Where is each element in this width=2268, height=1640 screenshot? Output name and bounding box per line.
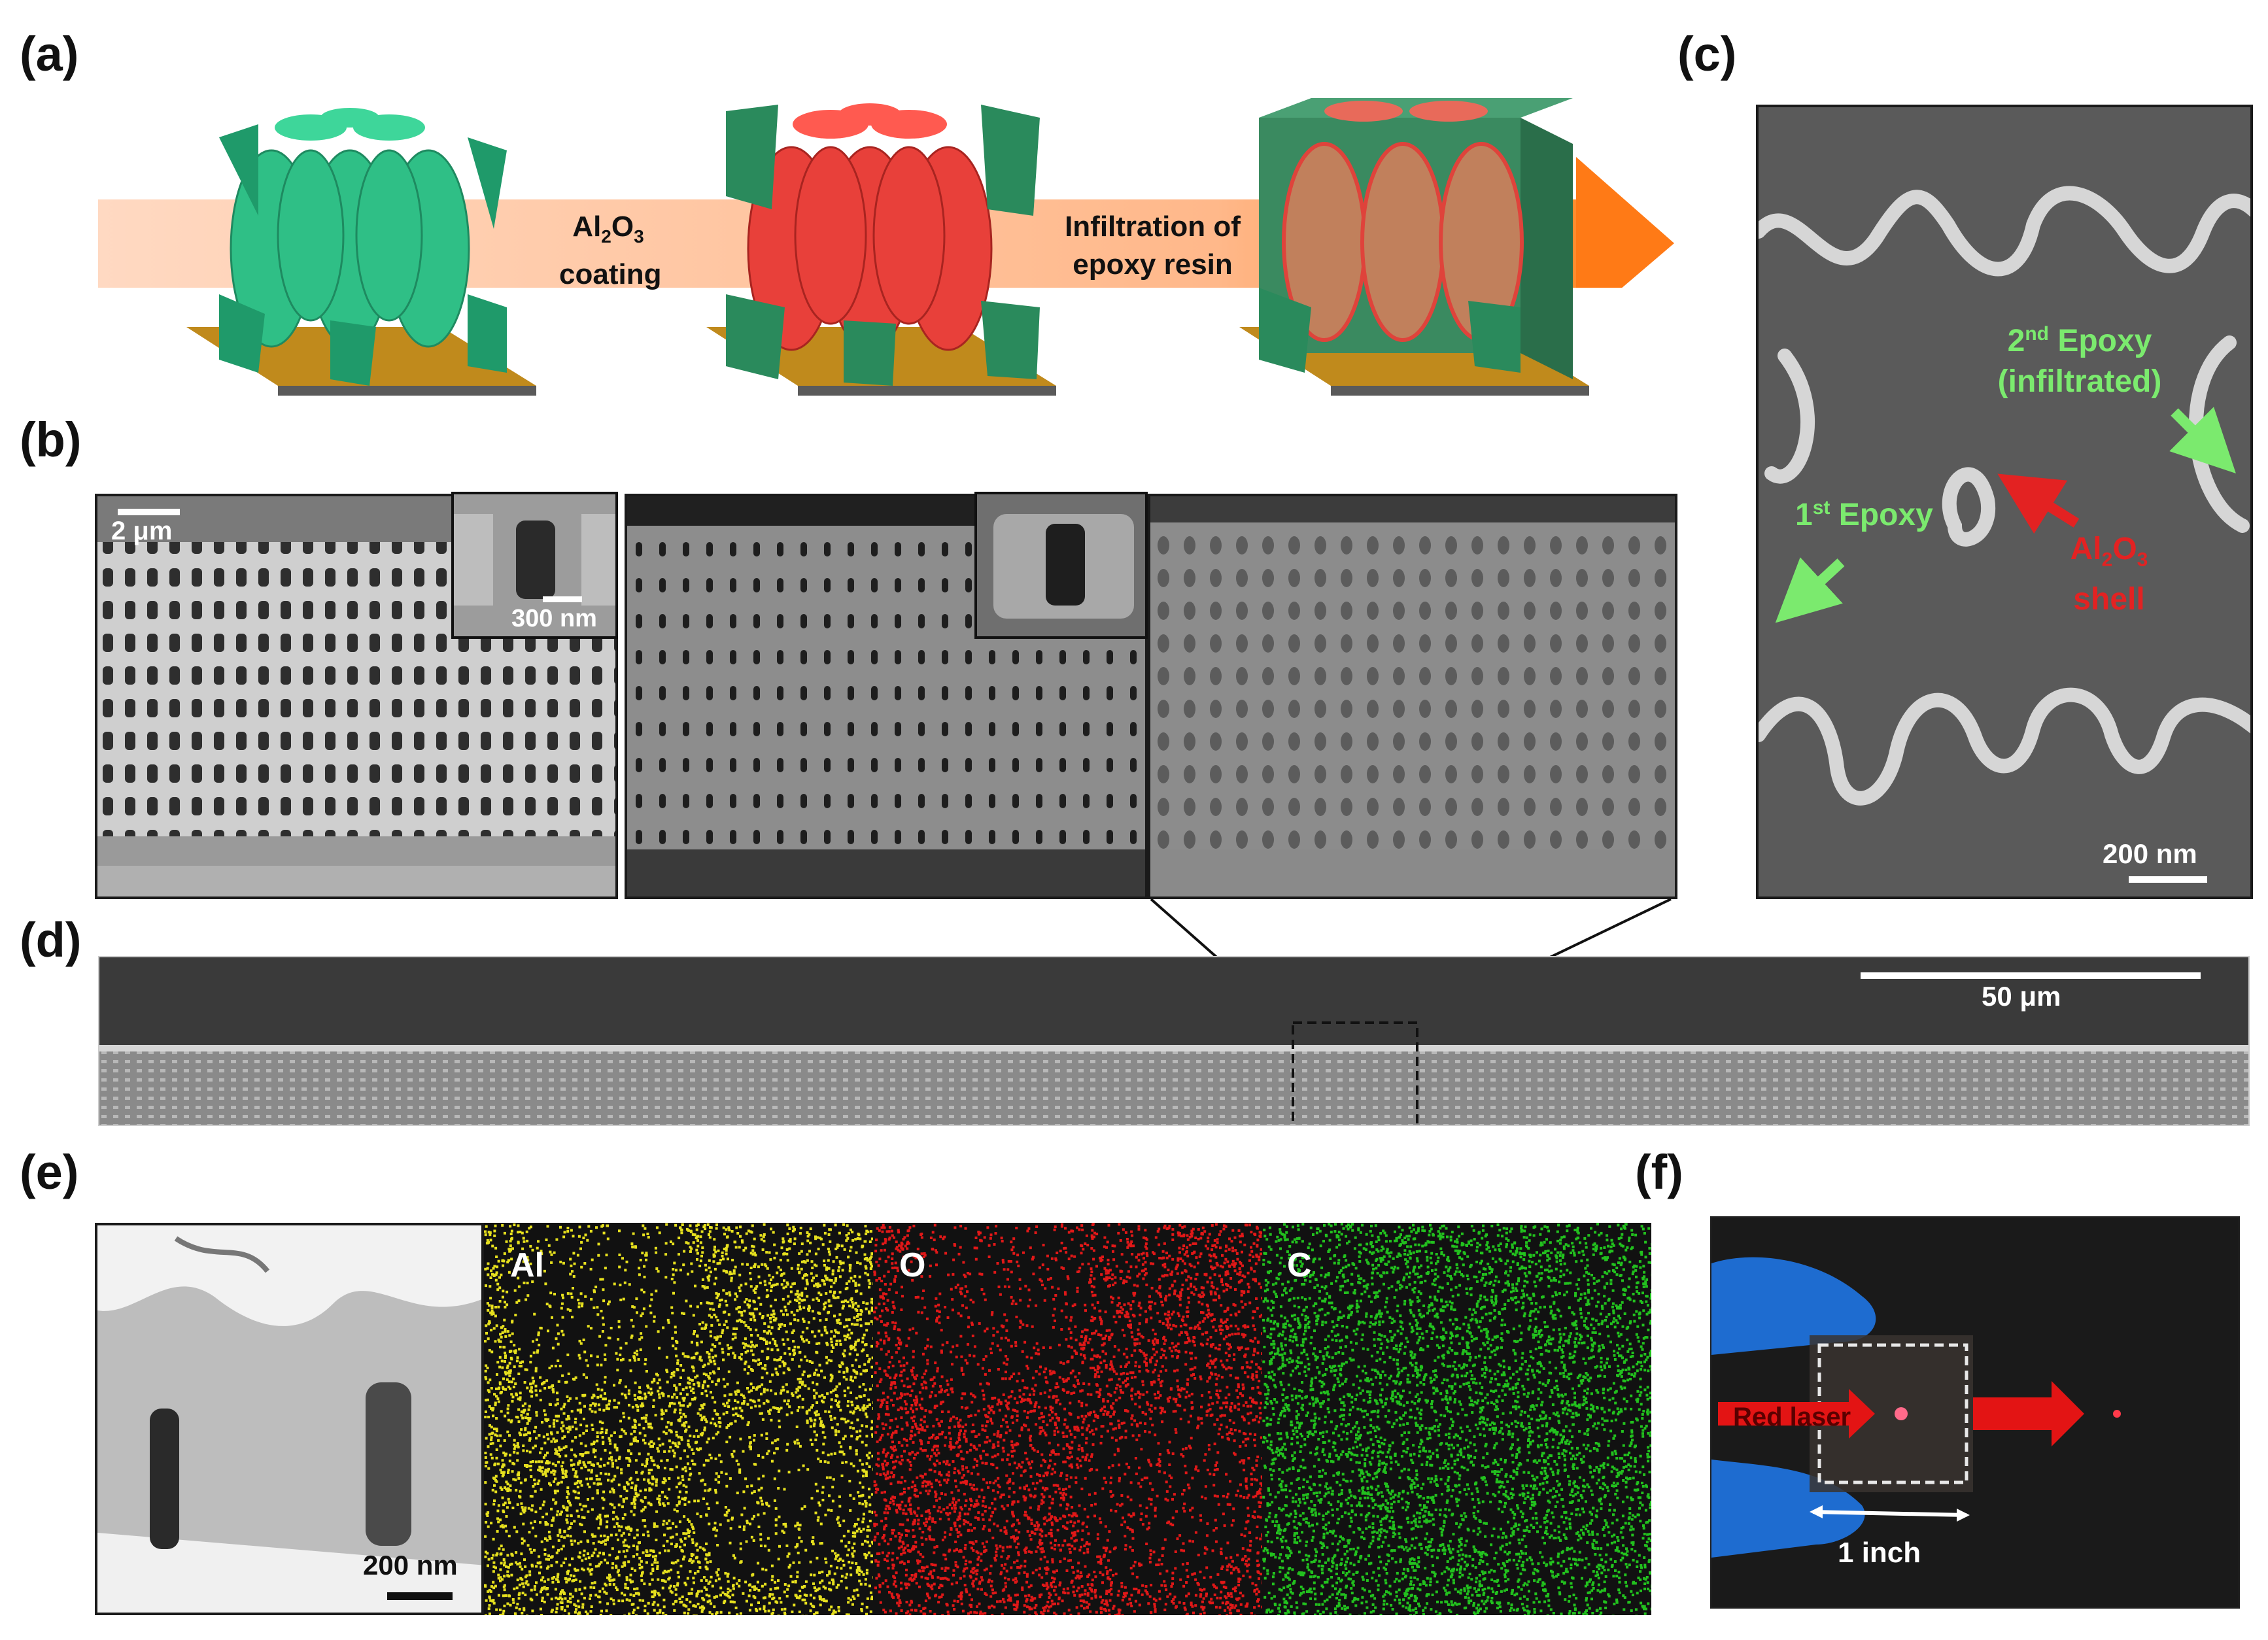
- step-al-text: Al: [572, 211, 602, 243]
- label-one-inch: 1 inch: [1838, 1537, 1921, 1569]
- shell-sub-3: 3: [2137, 549, 2148, 571]
- sem-image-cross-section: [1756, 105, 2253, 899]
- label-al2o3-shell: Al2O3 shell: [2053, 530, 2165, 619]
- sem-inset-coated: [974, 492, 1148, 639]
- sem-image-infiltrated: [1148, 494, 1677, 899]
- cube-coated-structure: [700, 85, 1066, 405]
- label-second-epoxy: 2nd Epoxy (infiltrated): [1968, 314, 2191, 402]
- panel-label-a: (a): [20, 27, 79, 81]
- shell-o: O: [2112, 532, 2137, 566]
- eds-label-c: C: [1287, 1246, 1312, 1284]
- panel-label-f: (f): [1635, 1145, 1683, 1199]
- tem-image: [95, 1223, 484, 1615]
- first-epoxy-num: 1: [1795, 498, 1813, 532]
- label-first-epoxy: 1st Epoxy: [1795, 497, 1933, 533]
- cube-bare-structure: [180, 98, 546, 405]
- scale-bar-200nm-e: [387, 1592, 453, 1600]
- cube-infiltrated-structure: [1233, 92, 1599, 405]
- photo-sample-laser: [1710, 1216, 2240, 1609]
- eds-label-al: Al: [510, 1246, 544, 1284]
- step-infiltration: Infiltration of epoxy resin: [1040, 208, 1265, 284]
- scale-bar-300nm: [543, 596, 582, 602]
- panel-label-b: (b): [20, 413, 82, 467]
- shell-al: Al: [2070, 532, 2102, 566]
- second-epoxy-sup: nd: [2025, 323, 2049, 345]
- scale-bar-200nm-c: [2129, 876, 2207, 883]
- eds-map-c: [1262, 1223, 1651, 1615]
- step-coating-text: coating: [559, 258, 662, 290]
- scale-bar-50um: [1861, 972, 2201, 979]
- sem-image-long-film: [98, 956, 2250, 1126]
- eds-label-o: O: [899, 1246, 926, 1284]
- step-infiltration-line1: Infiltration of: [1065, 211, 1241, 243]
- first-epoxy-sup: st: [1812, 497, 1830, 519]
- eds-map-o: [873, 1223, 1262, 1615]
- shell-sub-2: 2: [2101, 549, 2113, 571]
- shell-line2: shell: [2073, 581, 2145, 617]
- scale-label-2um: 2 μm: [111, 517, 173, 545]
- second-epoxy-num: 2: [2007, 324, 2025, 358]
- scale-label-300nm: 300 nm: [511, 605, 597, 632]
- panel-label-d: (d): [20, 913, 82, 967]
- step-o-text: O: [611, 211, 634, 243]
- second-epoxy-word: Epoxy: [2048, 324, 2152, 358]
- first-epoxy-word: Epoxy: [1830, 498, 1933, 532]
- scale-label-50um: 50 μm: [1982, 981, 2061, 1012]
- sem-inset-bare: [451, 492, 618, 639]
- scale-label-200nm-e: 200 nm: [363, 1550, 458, 1580]
- scale-bar-2um: [118, 509, 180, 515]
- annotation-arrows: [1756, 105, 2253, 899]
- step-sub-2: 2: [601, 226, 611, 247]
- panel-label-e: (e): [20, 1145, 79, 1199]
- step-al2o3-coating: Al2O3 coating: [559, 208, 661, 294]
- second-epoxy-line2: (infiltrated): [1997, 364, 2162, 399]
- scale-label-200nm-c: 200 nm: [2103, 838, 2197, 869]
- panel-label-c: (c): [1677, 27, 1737, 81]
- step-sub-3: 3: [634, 226, 644, 247]
- label-red-laser: Red laser: [1733, 1403, 1851, 1431]
- step-infiltration-line2: epoxy resin: [1073, 248, 1233, 281]
- eds-map-al: [484, 1223, 873, 1615]
